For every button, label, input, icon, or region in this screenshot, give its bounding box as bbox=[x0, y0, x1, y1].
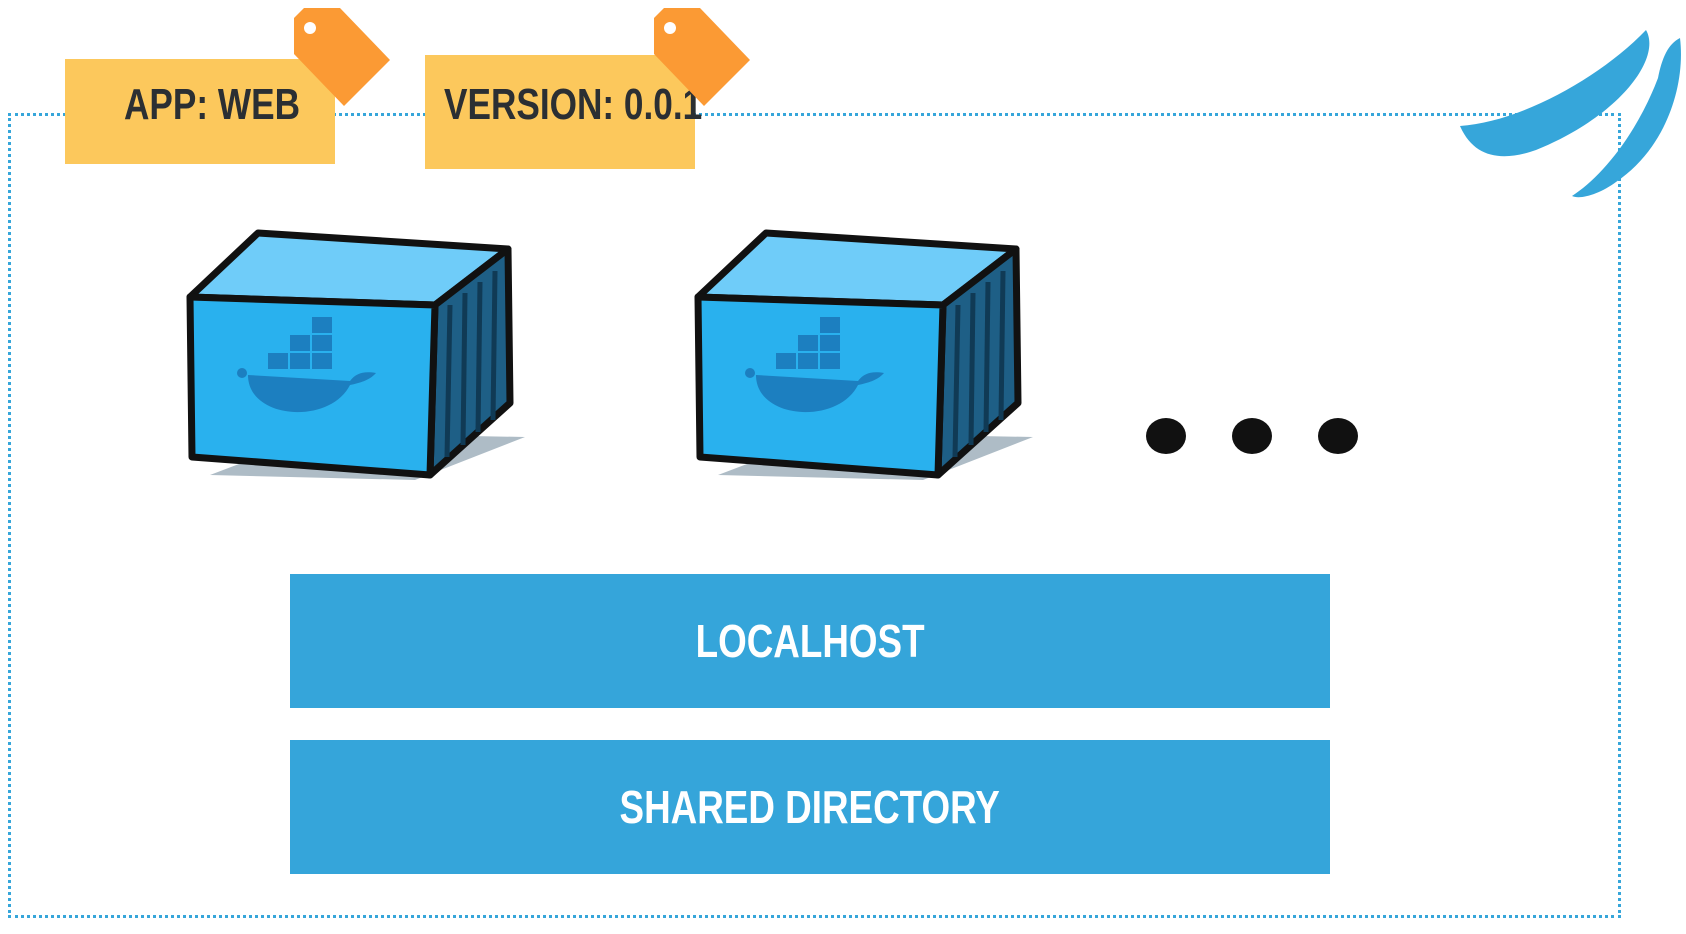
shared-directory-label: SHARED DIRECTORY bbox=[619, 781, 1001, 833]
label-app-text: APP: WEB bbox=[124, 80, 300, 129]
ellipsis-dot bbox=[1146, 418, 1186, 454]
tag-icon bbox=[294, 8, 390, 106]
localhost-label: LOCALHOST bbox=[695, 615, 925, 667]
shared-directory-bar: SHARED DIRECTORY bbox=[290, 740, 1330, 874]
label-version-text: VERSION: 0.0.1 bbox=[444, 80, 703, 129]
tag-icon bbox=[654, 8, 750, 106]
swoosh-logo-icon bbox=[1460, 30, 1681, 198]
pod-boundary bbox=[8, 113, 1621, 918]
label-note-app bbox=[65, 59, 335, 164]
ellipsis-dot bbox=[1232, 418, 1272, 454]
docker-container-icon bbox=[694, 229, 1033, 480]
localhost-bar: LOCALHOST bbox=[290, 574, 1330, 708]
ellipsis-dot bbox=[1318, 418, 1358, 454]
docker-container-icon bbox=[186, 229, 525, 480]
label-note-version bbox=[425, 55, 695, 169]
